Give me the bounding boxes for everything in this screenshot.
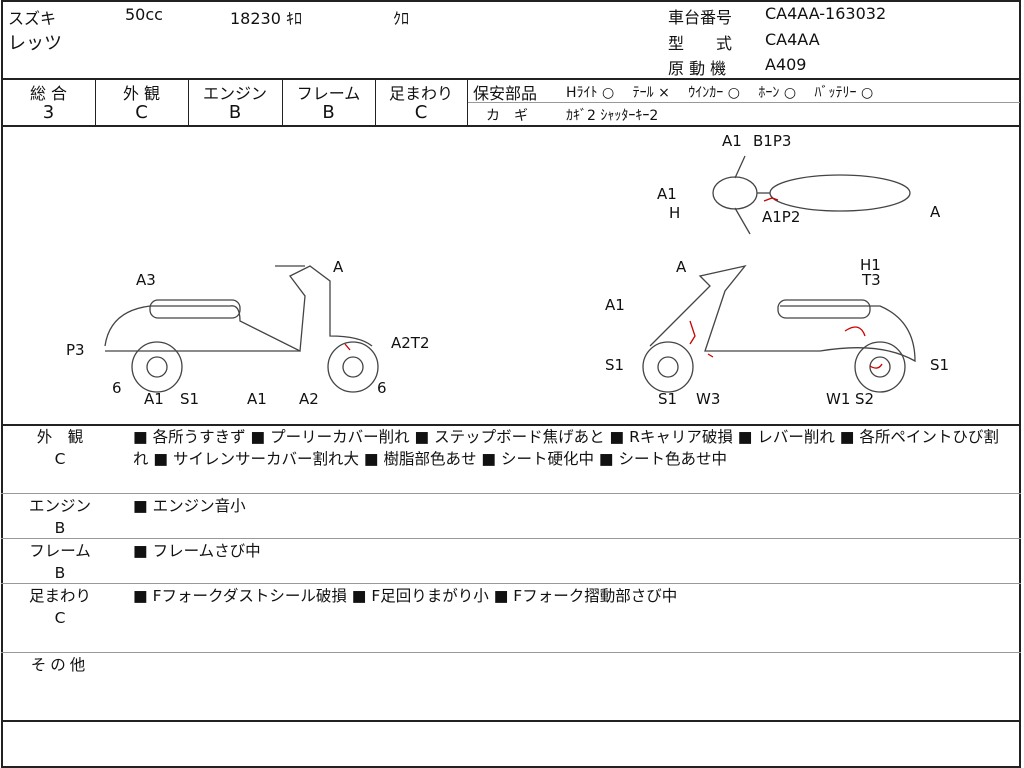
divider [467,78,468,125]
grade-label: 足まわり [388,84,453,103]
scooter-left-view [104,265,379,393]
grade-value: B [322,102,335,123]
divider [1,720,1021,722]
comment-title: エンジン [28,497,91,515]
comment-text: ■ Fフォークダストシール破損 ■ F足回りまがり小 ■ Fフォーク摺動部さび中 [133,587,678,605]
divider [1,125,1021,127]
grade-value: C [414,102,428,123]
divider [1,424,1021,426]
grade-label: エンジン [202,84,267,103]
comment-title: 外 観 [36,428,84,446]
damage-code: A1P2 [762,208,801,226]
damage-code: T3 [862,271,881,289]
mileage: 18230 ｷﾛ [230,9,302,28]
divider [188,78,189,125]
divider [375,78,376,125]
damage-code: S1 [930,356,950,374]
damage-code: A2 [299,390,319,408]
damage-code: A [333,258,344,276]
comment-title: 足まわり [28,587,91,605]
damage-code: A2T2 [391,334,430,352]
damage-code: 6 [377,379,387,397]
damage-code: S1 [658,390,678,408]
key-info: ｶｷﾞ2 ｼｬｯﾀｰｷｰ2 [566,108,659,124]
maker: スズキ [8,9,57,28]
model: レッツ [8,33,62,54]
comment-text: ■ フレームさび中 [133,542,261,560]
divider [1,583,1021,584]
engine: A409 [765,55,807,74]
grade-value: B [228,102,242,123]
comment-grade: B [54,519,66,537]
comment-text: ■ エンジン音小 [133,497,246,515]
damage-code: A1 [144,390,164,408]
grade-label: フレーム [296,84,361,103]
frame-no-label: 車台番号 [668,8,733,27]
comment-text: ■ 各所うすきず ■ プーリーカバー削れ ■ ステップボード焦げあと ■ Rキャ… [133,428,999,468]
comment-grade: C [54,450,66,468]
damage-code: A [930,203,941,221]
divider [1,493,1021,494]
damage-code: S1 [605,356,625,374]
divider [1,538,1021,539]
damage-code: A1 [247,390,267,408]
comment-grade: B [54,564,66,582]
grade-value: C [135,102,148,123]
damage-code: B1P3 [753,132,792,150]
damage-code: S1 [180,390,200,408]
damage-code: A1 [605,296,625,314]
damage-code: W3 [696,390,721,408]
damage-code: A1 [722,132,742,150]
type: CA4AA [765,30,820,49]
type-label: 型 式 [668,34,733,53]
damage-code: A1 [657,185,677,203]
damage-code: H [669,204,681,222]
damage-code: 6 [112,379,122,397]
grade-label: 外 観 [122,84,161,103]
safety-items: Hﾗｲﾄ ○ ﾃｰﾙ × ｳｲﾝｶｰ ○ ﾎｰﾝ ○ ﾊﾞｯﾃﾘｰ ○ [566,85,874,101]
key-label: カ ギ [486,108,528,124]
grade-value: 3 [42,102,55,123]
grade-label: 総 合 [29,84,68,103]
scooter-top-view [712,155,911,235]
damage-code: W1 [826,390,851,408]
damage-code: S2 [855,390,875,408]
comment-title: フレーム [29,542,91,560]
damage-code: A3 [136,271,156,289]
damage-code: H1 [860,256,881,274]
frame-no: CA4AA-163032 [765,4,887,23]
color: ｸﾛ [393,9,410,28]
scooter-right-view [642,264,916,393]
divider [95,78,96,125]
safety-label: 保安部品 [473,84,538,103]
comment-title: その他 [30,656,90,674]
divider [1,78,1021,80]
damage-code: A [676,258,687,276]
divider [1,652,1021,653]
damage-code: P3 [66,341,85,359]
engine-label: 原 動 機 [668,59,727,78]
divider [282,78,283,125]
comment-grade: C [54,609,66,627]
displacement: 50cc [125,5,163,24]
scooter-diagrams [104,155,916,393]
divider [467,102,1020,103]
